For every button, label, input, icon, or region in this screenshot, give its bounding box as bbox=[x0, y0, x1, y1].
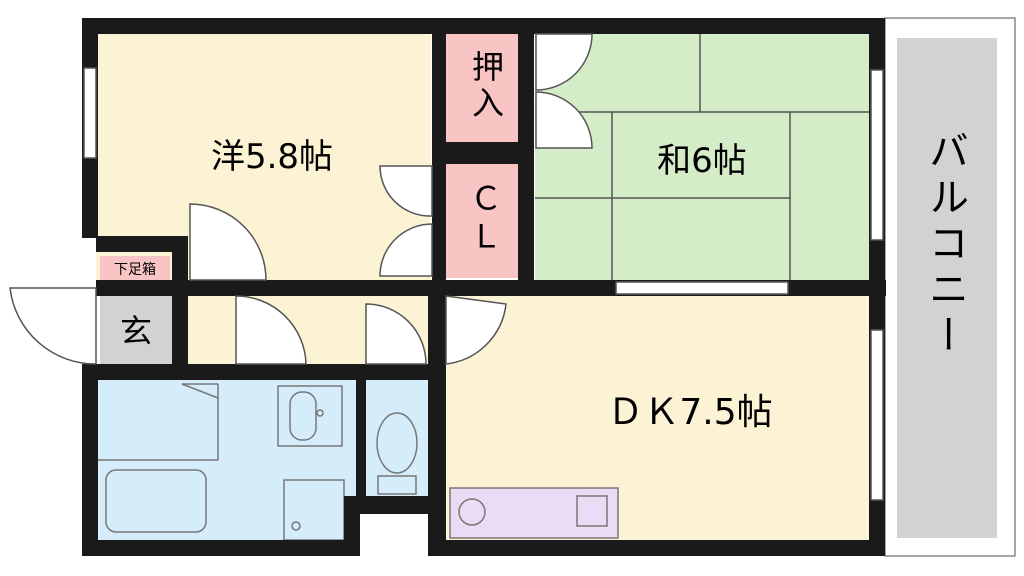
oshiire-floor bbox=[446, 34, 520, 142]
bath-door-swing bbox=[235, 295, 307, 365]
doors bbox=[9, 33, 593, 365]
japanese-room-floor bbox=[535, 34, 870, 280]
bathroom-fixtures bbox=[96, 383, 418, 541]
balcony bbox=[884, 17, 1016, 557]
oshiire-label: 押入 bbox=[467, 50, 505, 122]
western-door-swing bbox=[189, 203, 267, 281]
bathtub-icon bbox=[105, 469, 207, 533]
dk-label: ＤＫ7.5帖 bbox=[607, 392, 772, 433]
kitchen-counter bbox=[449, 487, 619, 539]
shoe-box-floor bbox=[100, 256, 170, 284]
toilet-floor bbox=[364, 380, 428, 496]
toilet-icon bbox=[376, 412, 418, 474]
japanese-room-label: 和6帖 bbox=[657, 141, 747, 181]
stove-icon bbox=[576, 495, 608, 527]
sink-icon bbox=[458, 498, 486, 526]
entrance-label: 玄 bbox=[120, 312, 152, 350]
oshiire-door-top bbox=[535, 33, 593, 91]
closet-floor bbox=[446, 164, 520, 278]
oshiire-door-bottom bbox=[535, 91, 593, 149]
windows bbox=[83, 67, 884, 501]
balcony-floor bbox=[897, 38, 997, 538]
washbasin-icon bbox=[289, 391, 317, 441]
balcony-label: バルコニー bbox=[922, 130, 968, 360]
tatami-grid bbox=[535, 34, 870, 280]
western-room-label: 洋5.8帖 bbox=[211, 137, 333, 177]
closet-door-bottom bbox=[379, 223, 433, 277]
entry-door-swing bbox=[9, 287, 97, 365]
washbasin-cabinet bbox=[277, 385, 343, 447]
closet-label: ＣＬ bbox=[465, 182, 503, 258]
dk-door-swing bbox=[445, 295, 507, 365]
shoe-box-label: 下足箱 bbox=[114, 262, 156, 278]
entrance-floor bbox=[100, 289, 172, 365]
closet-door-top bbox=[379, 165, 433, 217]
toilet-door-swing bbox=[365, 303, 427, 365]
